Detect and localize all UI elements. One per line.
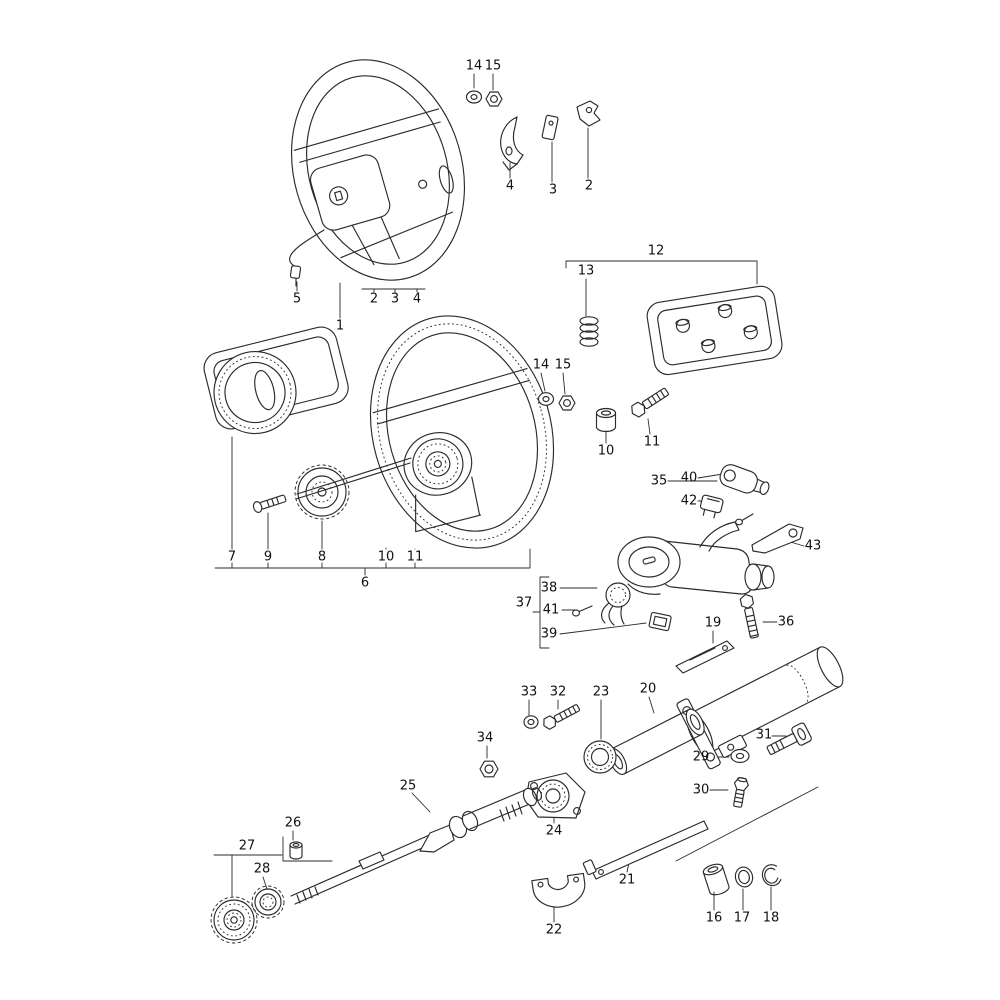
part-label-43-27: 27	[238, 838, 256, 854]
screw-41-drawing	[572, 605, 593, 617]
part-label-31-36: 36	[777, 614, 795, 630]
lock-housing-37-drawing	[617, 521, 775, 595]
part-label-5-12: 12	[647, 243, 665, 259]
part-label-40-25: 25	[399, 778, 417, 794]
washer-33-drawing	[523, 715, 539, 729]
part-label-27-37: 37	[515, 595, 533, 611]
part-label-17-40: 40	[680, 470, 698, 486]
part-label-39-30: 30	[692, 782, 710, 798]
part-label-20-7: 7	[227, 549, 237, 565]
part-label-25-6: 6	[360, 575, 370, 591]
bolt-11-drawing	[631, 387, 669, 418]
part-label-10-4: 4	[412, 291, 422, 307]
frame-12-drawing	[646, 285, 783, 376]
part-label-4-2: 2	[584, 178, 594, 194]
part-label-42-24: 24	[545, 823, 563, 839]
part-label-36-34: 34	[476, 730, 494, 746]
bushing-26-drawing	[289, 841, 303, 860]
part-label-0-14: 14	[465, 58, 483, 74]
part-label-3-3: 3	[548, 182, 558, 198]
part-label-37-31: 31	[755, 727, 773, 743]
part-label-38-29: 29	[692, 749, 710, 765]
screw-9-drawing	[252, 494, 287, 513]
switch-38-drawing	[600, 582, 631, 626]
spacer-10-drawing	[595, 407, 617, 433]
part-label-14-10: 10	[597, 443, 615, 459]
clip-4-drawing	[500, 116, 524, 171]
part-label-47-16: 16	[705, 910, 723, 926]
part-label-44-28: 28	[253, 861, 271, 877]
part-label-28-41: 41	[542, 602, 560, 618]
part-label-23-10: 10	[377, 549, 395, 565]
part-label-29-39: 39	[540, 626, 558, 642]
coupler-28-drawing	[251, 885, 285, 919]
tube-20-drawing	[608, 708, 705, 775]
part-label-33-32: 32	[549, 684, 567, 700]
snap-ring-18-drawing	[761, 864, 782, 887]
part-label-32-33: 33	[520, 684, 538, 700]
bolt-32-drawing	[543, 704, 581, 730]
washer-14-lower-drawing	[537, 392, 555, 406]
bushing-16-drawing	[702, 863, 730, 896]
part-label-11-1: 1	[335, 318, 345, 334]
part-label-9-3: 3	[390, 291, 400, 307]
clamp-22-drawing	[531, 872, 586, 908]
part-label-48-17: 17	[733, 910, 751, 926]
part-label-49-18: 18	[762, 910, 780, 926]
part-label-19-43: 43	[804, 538, 822, 554]
part-label-7-5: 5	[292, 291, 302, 307]
hub-pin-drawing	[295, 457, 412, 500]
plate-3-drawing	[541, 114, 559, 141]
horn-contact-wire-drawing	[289, 229, 325, 287]
part-label-12-14: 14	[532, 357, 550, 373]
nut-15-upper-drawing	[485, 91, 503, 107]
shaft-25-drawing	[290, 787, 543, 905]
part-label-30-19: 19	[704, 615, 722, 631]
part-label-6-13: 13	[577, 263, 595, 279]
part-label-24-11: 11	[406, 549, 424, 565]
part-label-16-35: 35	[650, 473, 668, 489]
part-label-2-4: 4	[505, 178, 515, 194]
part-label-46-22: 22	[545, 922, 563, 938]
strap-19-drawing	[675, 640, 735, 674]
spring-13-drawing	[579, 316, 599, 347]
steering-wheel-upper-drawing	[290, 59, 466, 281]
bracket-2-drawing	[576, 100, 601, 127]
part-label-34-23: 23	[592, 684, 610, 700]
part-label-22-8: 8	[317, 549, 327, 565]
bearing-27-drawing	[210, 896, 258, 944]
part-label-8-2: 2	[369, 291, 379, 307]
nut-15-lower-drawing	[558, 395, 576, 411]
part-label-45-21: 21	[618, 872, 636, 888]
switch-35-40-drawing	[719, 464, 770, 496]
part-label-1-15: 15	[484, 58, 502, 74]
part-39-drawing	[648, 611, 672, 632]
part-label-18-42: 42	[680, 493, 698, 509]
arm-43-drawing	[735, 513, 804, 554]
washer-14-upper-drawing	[465, 90, 483, 104]
bolt-30-drawing	[733, 777, 749, 808]
part-42-drawing	[699, 494, 724, 519]
part-label-21-9: 9	[263, 549, 273, 565]
housing-7-drawing	[203, 326, 349, 435]
nut-34-drawing	[479, 760, 499, 778]
part-label-41-26: 26	[284, 815, 302, 831]
steering-wheel-lower-drawing	[369, 315, 555, 549]
washer-29-drawing	[730, 748, 750, 764]
bolt-36-drawing	[739, 593, 759, 639]
part-label-26-38: 38	[540, 580, 558, 596]
leader-lines	[213, 73, 819, 923]
part-label-13-15: 15	[554, 357, 572, 373]
ring-17-drawing	[734, 866, 754, 888]
bearing-23-drawing	[583, 740, 617, 774]
part-label-15-11: 11	[643, 434, 661, 450]
bar-21-drawing	[582, 820, 709, 880]
hub-8-drawing	[294, 464, 350, 520]
bolt-31-drawing	[766, 722, 812, 755]
part-label-35-20: 20	[639, 681, 657, 697]
